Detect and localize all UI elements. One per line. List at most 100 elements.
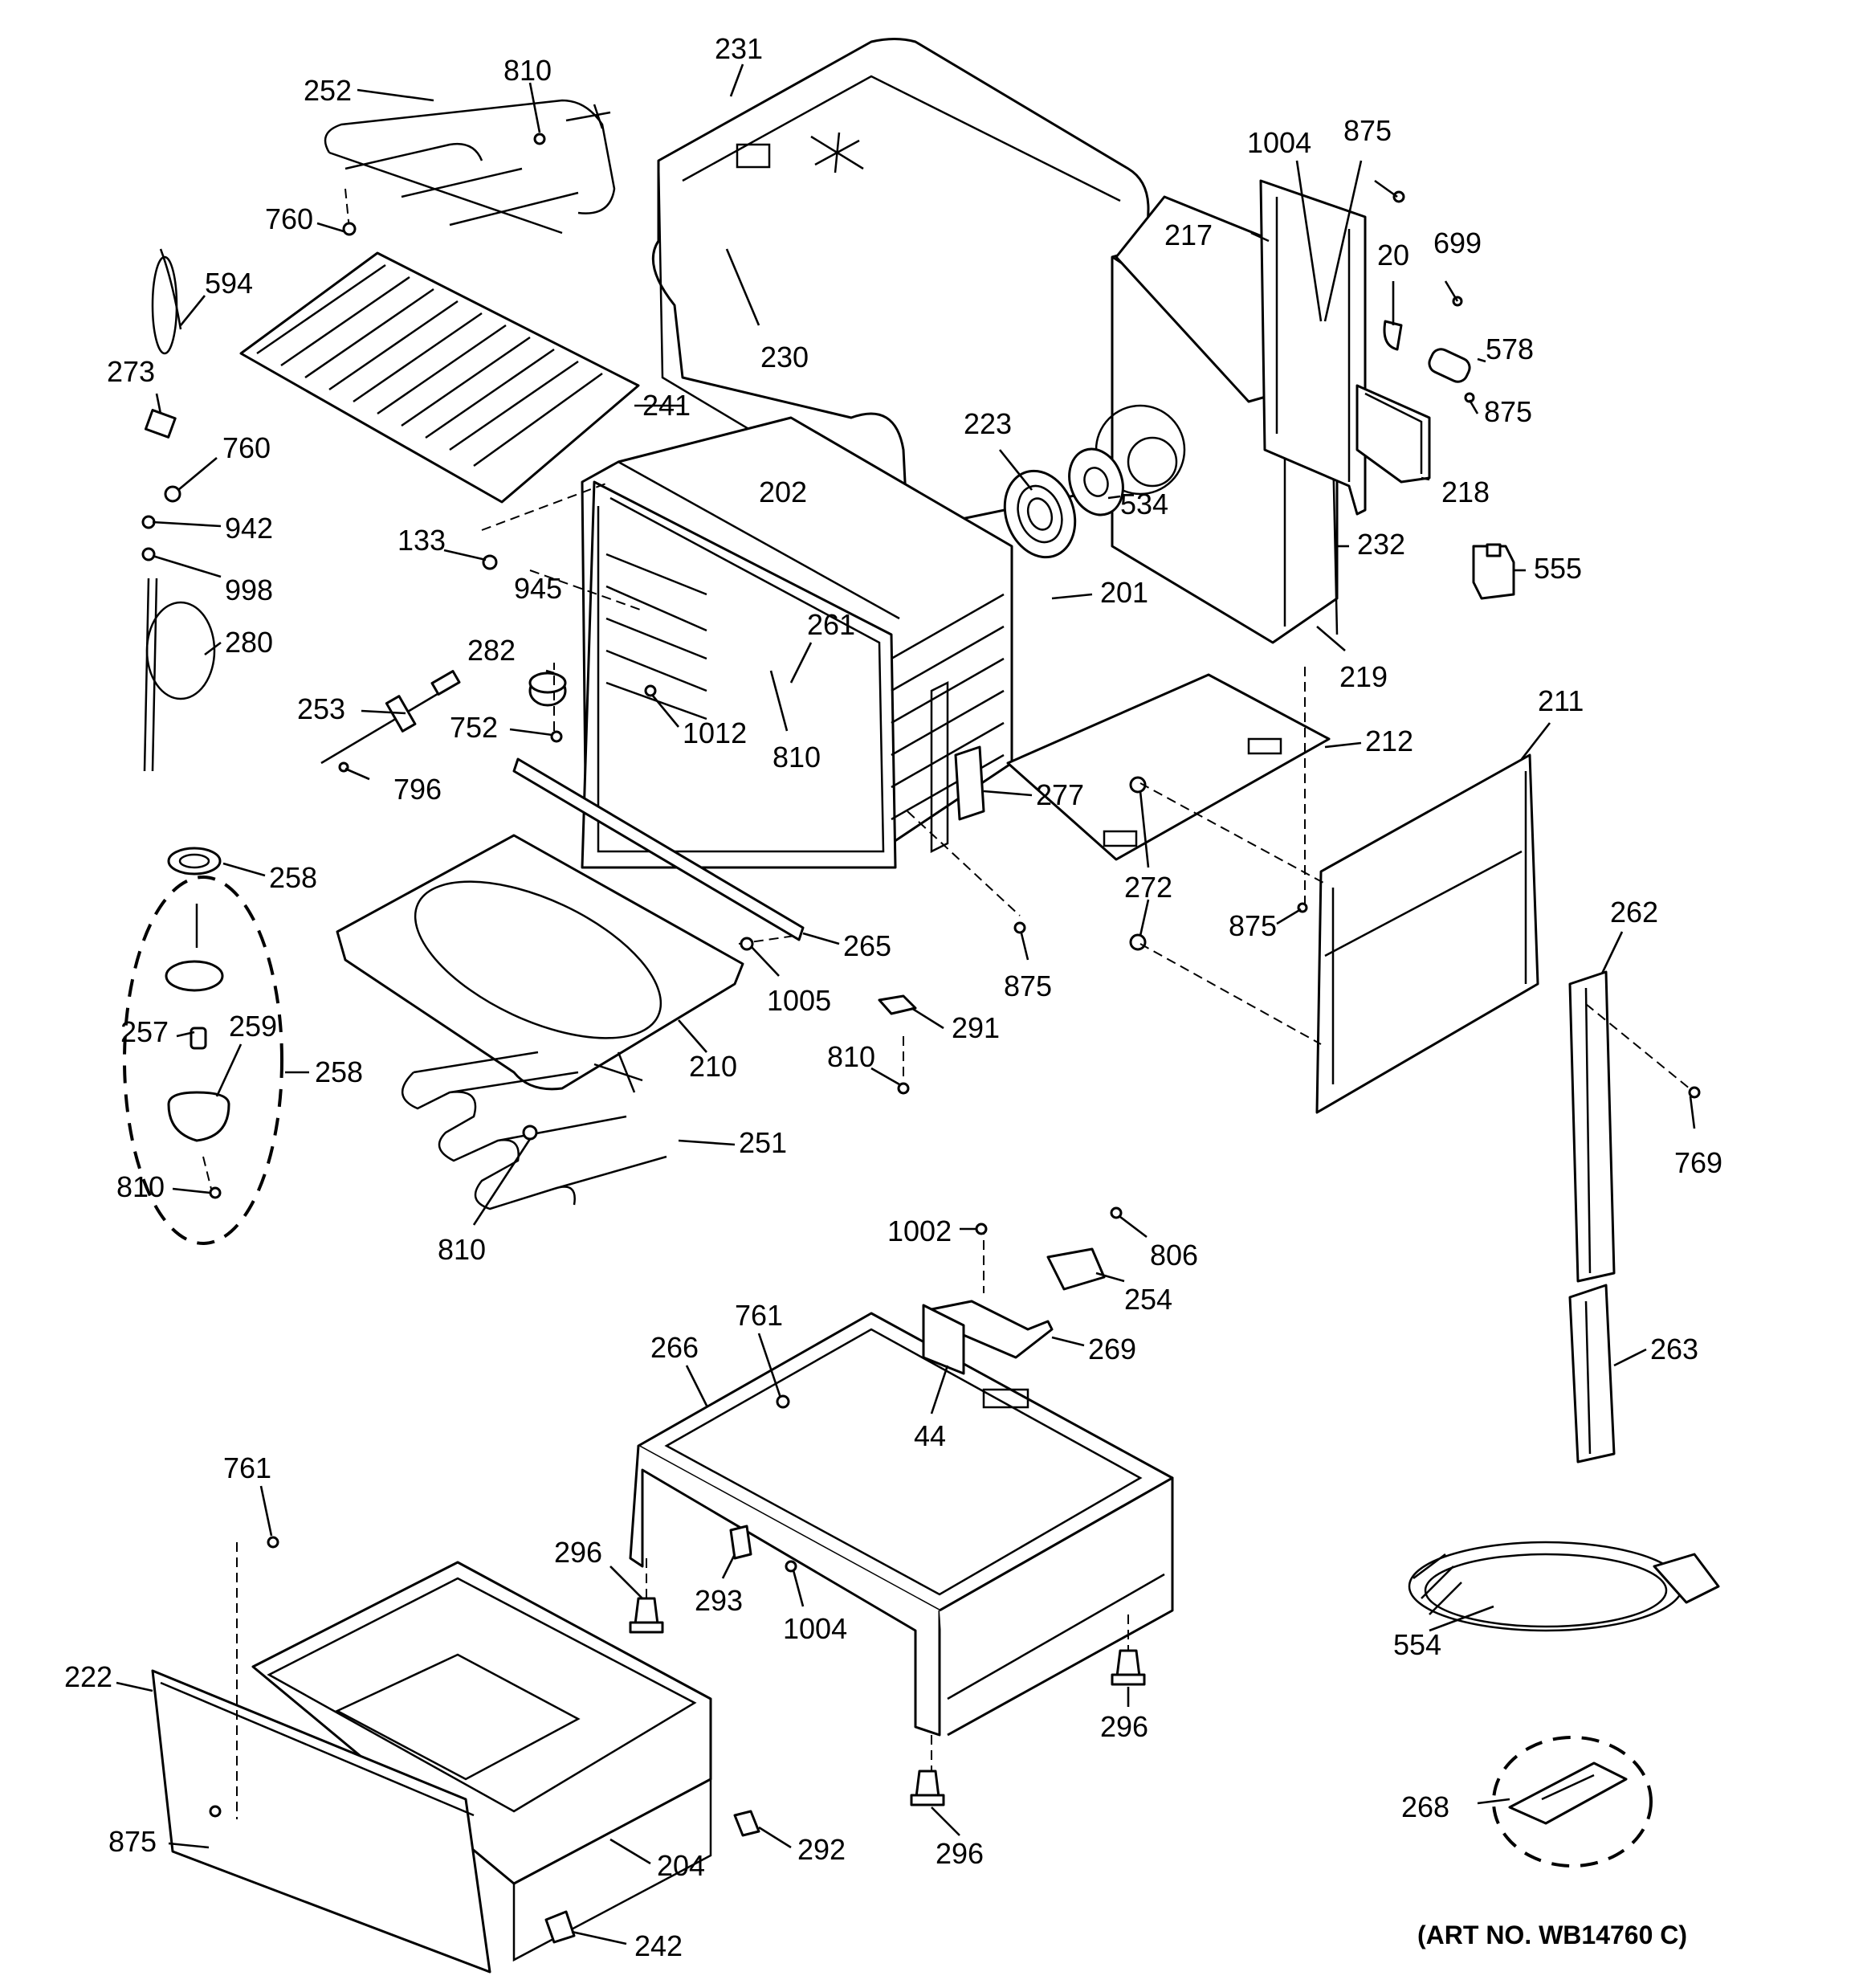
callout-875: 875 xyxy=(1484,395,1532,428)
clip-293 xyxy=(729,1525,752,1560)
callout-258: 258 xyxy=(269,861,317,894)
callout-20: 20 xyxy=(1377,239,1409,271)
callout-254: 254 xyxy=(1124,1283,1172,1316)
art-number: (ART NO. WB14760 C) xyxy=(1417,1921,1687,1949)
side-trim-263 xyxy=(1568,1284,1616,1463)
callout-296: 296 xyxy=(554,1536,602,1569)
callout-293: 293 xyxy=(695,1584,743,1617)
side-trim-262 xyxy=(1568,970,1616,1283)
callout-1005: 1005 xyxy=(767,984,831,1017)
callout-699: 699 xyxy=(1433,227,1482,259)
callout-231: 231 xyxy=(715,32,763,65)
broil-element-252 xyxy=(324,99,616,235)
callout-262: 262 xyxy=(1610,896,1658,929)
callout-210: 210 xyxy=(689,1050,737,1083)
callout-806: 806 xyxy=(1150,1239,1198,1272)
callout-875: 875 xyxy=(1343,114,1392,147)
callout-810: 810 xyxy=(438,1233,486,1266)
callout-266: 266 xyxy=(650,1331,699,1364)
callout-760: 760 xyxy=(222,431,271,464)
callout-296: 296 xyxy=(1100,1710,1148,1743)
callout-222: 222 xyxy=(64,1660,112,1693)
oven-rack-241 xyxy=(239,251,640,504)
callout-594: 594 xyxy=(205,267,253,300)
callout-810: 810 xyxy=(827,1040,875,1073)
callout-263: 263 xyxy=(1650,1333,1698,1365)
callout-761: 761 xyxy=(223,1451,271,1484)
callout-810: 810 xyxy=(503,54,552,87)
callout-268: 268 xyxy=(1401,1790,1449,1823)
light-assembly-258 xyxy=(123,847,283,1245)
callout-217: 217 xyxy=(1164,218,1213,251)
callout-282: 282 xyxy=(467,634,516,667)
callout-201: 201 xyxy=(1100,576,1148,609)
oven-liner-201 xyxy=(581,416,1013,869)
callout-280: 280 xyxy=(225,626,273,659)
knob-282 xyxy=(528,672,567,707)
callout-204: 204 xyxy=(657,1849,705,1882)
callout-875: 875 xyxy=(1229,909,1277,942)
callout-277: 277 xyxy=(1036,778,1084,811)
bracket-269 xyxy=(922,1300,1054,1375)
terminal-block-254 xyxy=(1046,1206,1123,1291)
base-frame-266 xyxy=(629,1312,1174,1737)
rod-265 xyxy=(512,757,805,941)
power-cord-554 xyxy=(1408,1541,1720,1632)
callout-218: 218 xyxy=(1441,476,1490,508)
callout-554: 554 xyxy=(1393,1628,1441,1661)
callout-291: 291 xyxy=(952,1011,1000,1044)
callout-810: 810 xyxy=(116,1170,165,1203)
callout-251: 251 xyxy=(739,1126,787,1159)
grommet-272 xyxy=(1129,776,1147,951)
sensor-assembly-280 xyxy=(141,248,216,772)
clip-242 xyxy=(544,1910,576,1944)
access-panel-211 xyxy=(1315,753,1539,1114)
callout-796: 796 xyxy=(393,773,442,806)
callout-942: 942 xyxy=(225,512,273,545)
callout-261: 261 xyxy=(807,608,855,641)
callout-211: 211 xyxy=(1538,684,1584,717)
callout-257: 257 xyxy=(120,1015,169,1048)
bracket-218 xyxy=(1355,384,1431,484)
callout-296: 296 xyxy=(936,1837,984,1870)
leveling-leg-296a xyxy=(629,1597,664,1634)
callout-555: 555 xyxy=(1534,552,1582,585)
callout-202: 202 xyxy=(759,476,807,508)
leveling-leg-296b xyxy=(1111,1649,1146,1686)
callout-1004: 1004 xyxy=(1247,126,1311,159)
callout-259: 259 xyxy=(229,1010,277,1043)
callout-1004: 1004 xyxy=(783,1612,847,1645)
callout-761: 761 xyxy=(735,1299,783,1332)
callout-272: 272 xyxy=(1124,871,1172,904)
callout-1002: 1002 xyxy=(887,1214,952,1247)
callout-232: 232 xyxy=(1357,528,1405,561)
callout-241: 241 xyxy=(642,389,691,422)
callout-534: 534 xyxy=(1120,488,1168,520)
relay-555 xyxy=(1472,543,1515,600)
bracket-268 xyxy=(1492,1736,1653,1868)
callout-219: 219 xyxy=(1339,660,1388,693)
callout-752: 752 xyxy=(450,711,498,744)
callout-875: 875 xyxy=(108,1825,157,1858)
callout-578: 578 xyxy=(1486,333,1534,365)
callout-810: 810 xyxy=(773,741,821,774)
alignment-lines xyxy=(202,188,1695,1819)
bracket-1004 xyxy=(1259,179,1367,516)
callout-945: 945 xyxy=(514,572,562,605)
capacitor-578 xyxy=(1428,348,1471,383)
callout-875: 875 xyxy=(1004,970,1052,1002)
bake-element-251 xyxy=(401,1051,667,1210)
callout-44: 44 xyxy=(914,1419,946,1452)
callout-252: 252 xyxy=(304,74,352,107)
callout-253: 253 xyxy=(297,692,345,725)
bracket-291 xyxy=(878,994,917,1015)
screws xyxy=(209,133,1701,1818)
leveling-leg-296c xyxy=(910,1770,945,1806)
clip-20 xyxy=(1383,320,1403,351)
callout-760: 760 xyxy=(265,202,313,235)
fan-223 xyxy=(1003,469,1077,559)
callout-230: 230 xyxy=(760,341,809,374)
bottom-cover-210 xyxy=(336,834,744,1091)
callout-242: 242 xyxy=(634,1929,683,1962)
